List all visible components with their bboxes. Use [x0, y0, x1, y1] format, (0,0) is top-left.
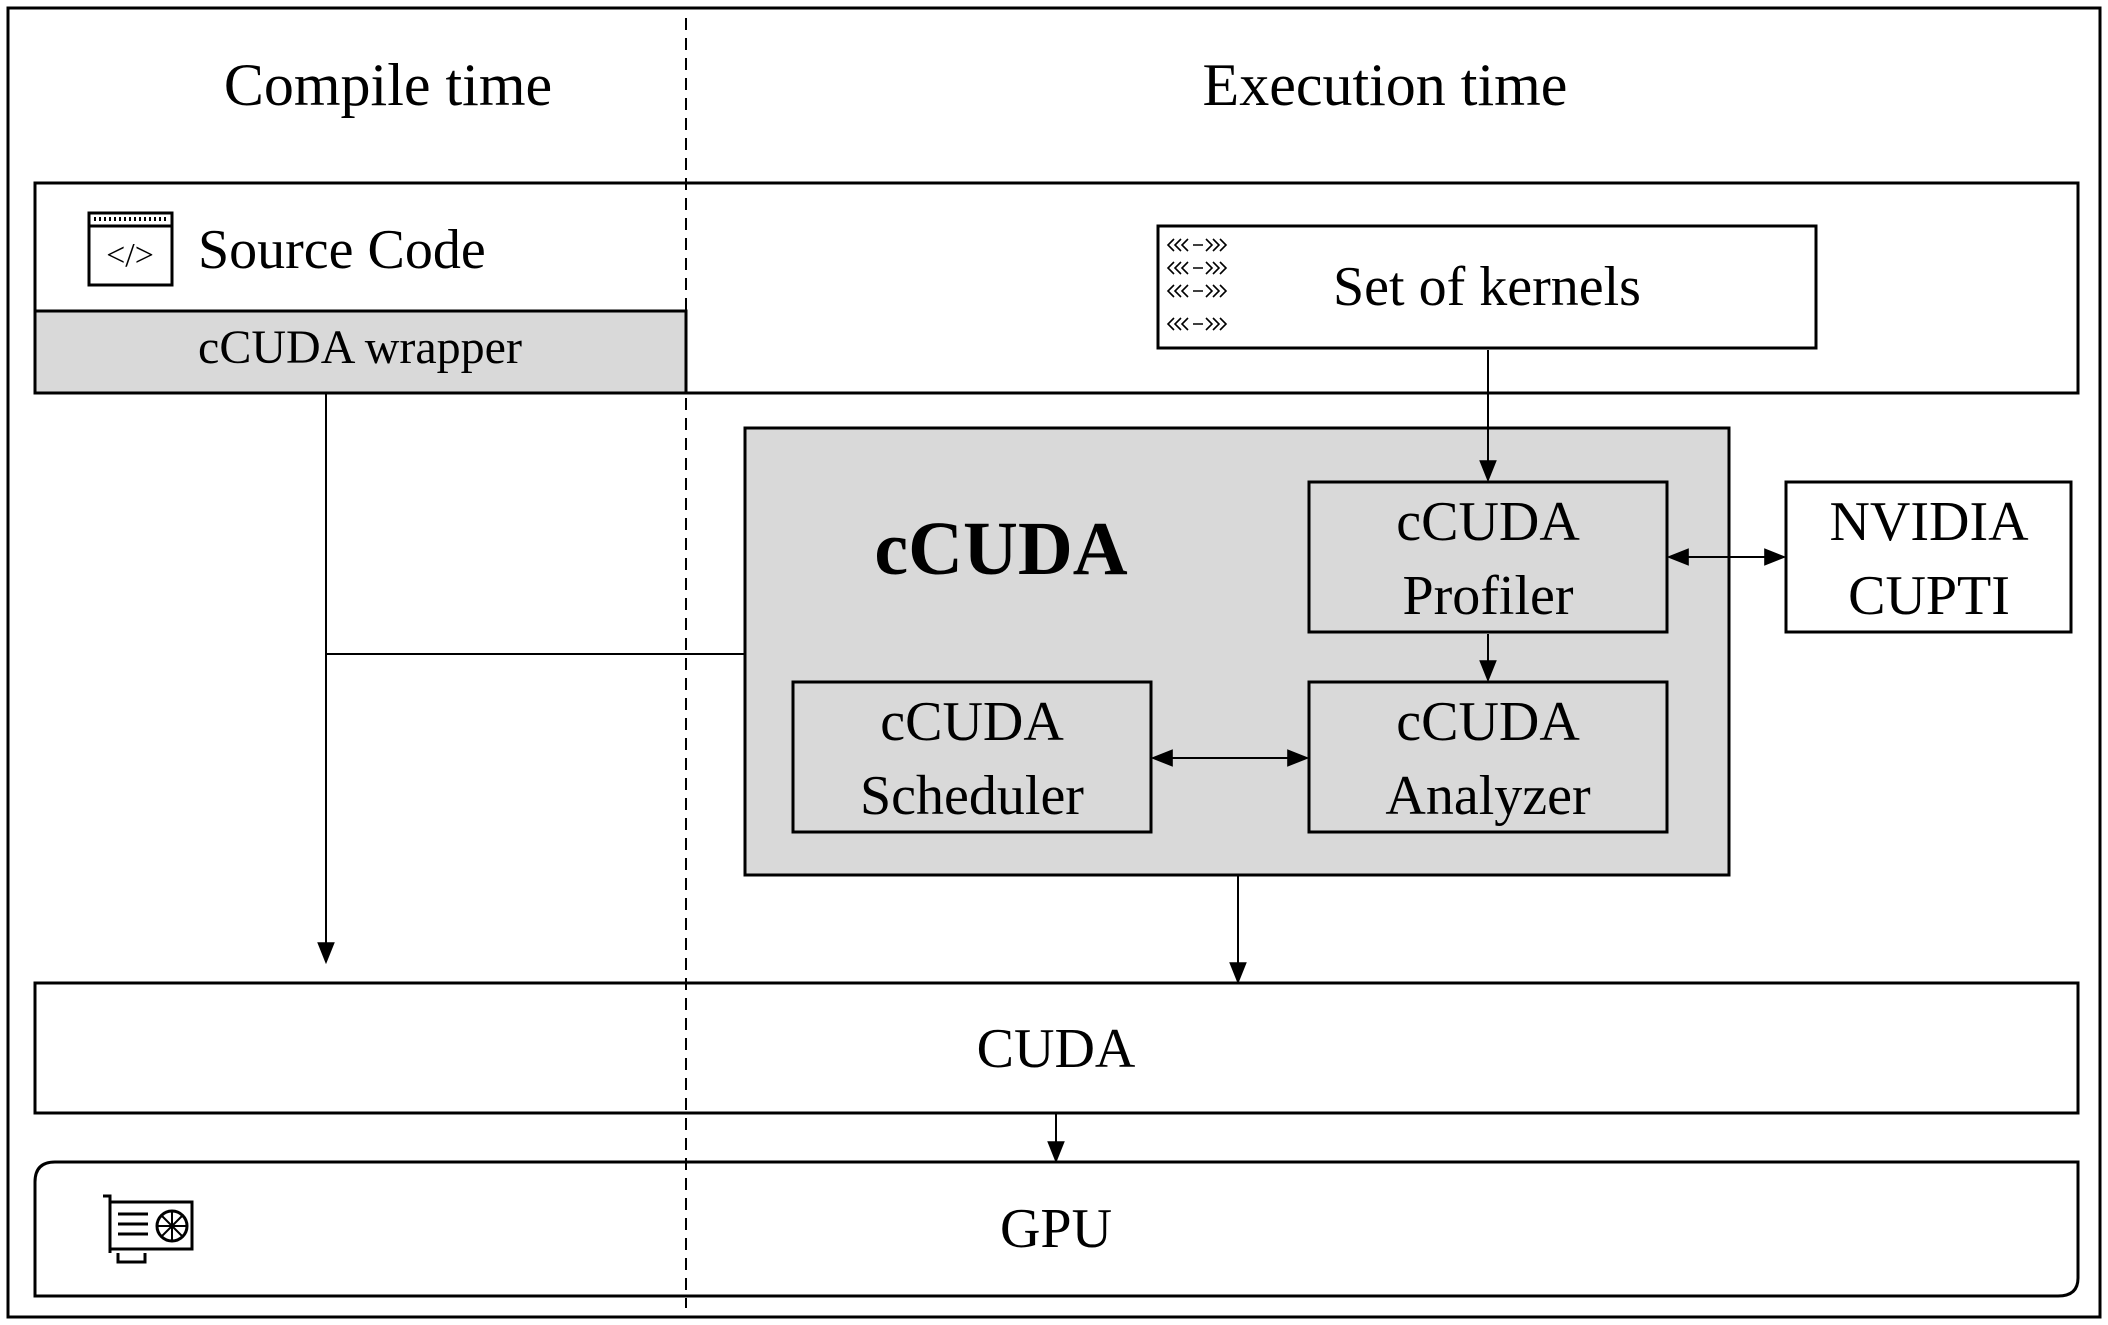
scheduler-line2: Scheduler: [860, 765, 1084, 827]
nvidia-cupti-box: [1784, 480, 2073, 634]
cuda-box: [33, 981, 2080, 1115]
kernels-box: [1156, 224, 1818, 350]
connectors: [317, 350, 1787, 1164]
cuda-label: CUDA: [977, 1018, 1136, 1080]
analyzer-line1: cCUDA: [1396, 691, 1580, 753]
source-code-label: Source Code: [198, 219, 486, 281]
nvidia-line1: NVIDIA: [1829, 491, 2029, 553]
code-window-icon: </>: [87, 211, 174, 287]
ccuda-title: cCUDA: [874, 507, 1127, 591]
code-icon-glyph: </>: [106, 237, 154, 274]
ccuda-analyzer-box: [1307, 680, 1669, 834]
execution-time-header: Execution time: [1203, 52, 1568, 118]
gpu-card-icon: [103, 1194, 194, 1264]
kernels-label: Set of kernels: [1333, 256, 1641, 318]
ccuda-profiler-box: [1307, 480, 1669, 634]
ccuda-wrapper-box: [33, 309, 688, 395]
ccuda-scheduler-box: [791, 680, 1153, 834]
scheduler-line1: cCUDA: [880, 691, 1064, 753]
gpu-label: GPU: [1000, 1198, 1112, 1260]
compile-time-header: Compile time: [224, 52, 552, 118]
analyzer-line2: Analyzer: [1385, 765, 1591, 827]
kernels-pattern-icon: [1166, 238, 1228, 331]
nvidia-line2: CUPTI: [1848, 565, 2010, 627]
gpu-box: [33, 1160, 2080, 1298]
profiler-line1: cCUDA: [1396, 491, 1580, 553]
ccuda-wrapper-label: cCUDA wrapper: [198, 321, 522, 374]
profiler-line2: Profiler: [1402, 565, 1573, 627]
